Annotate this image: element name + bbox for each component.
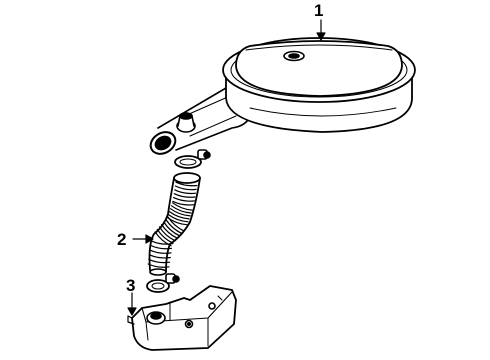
- hose-rib: [169, 208, 191, 217]
- leader-lines: [127, 19, 326, 316]
- hose-rib: [167, 213, 189, 223]
- hose-rib: [172, 202, 193, 211]
- hose-rib: [170, 205, 192, 214]
- heat-stove-body: [131, 285, 237, 351]
- hose-ribs: [147, 181, 198, 268]
- hose-outline-right: [165, 177, 201, 273]
- hose-clamp-lower: [146, 273, 180, 293]
- hose-rib: [172, 200, 195, 206]
- hose-rib: [173, 197, 195, 202]
- hose-clamp-upper: [174, 149, 211, 169]
- callout-number-2: 2: [117, 230, 127, 249]
- hose-rib: [148, 254, 171, 259]
- hose-rib: [148, 258, 171, 264]
- hose-rib: [150, 240, 173, 245]
- hose-rib: [173, 193, 196, 198]
- hose-rib: [158, 226, 176, 242]
- hose-rib: [161, 223, 178, 239]
- heat-stove-shroud: [127, 285, 237, 351]
- hose-rib: [175, 181, 198, 187]
- hose-rib: [174, 185, 197, 191]
- snorkel-vacuum-motor: [176, 112, 196, 133]
- callout-number-3: 3: [126, 276, 136, 295]
- hose-rib: [167, 216, 185, 232]
- hose-rib: [163, 221, 181, 237]
- hose-rib: [150, 244, 173, 250]
- leader-arrow-1: [316, 32, 326, 41]
- hose-rib: [154, 231, 172, 247]
- air-cleaner-assembly: [149, 37, 416, 155]
- hose-rib: [149, 249, 172, 254]
- leader-arrow-3: [127, 307, 137, 316]
- callout-number-1: 1: [314, 1, 324, 20]
- hose-rib: [174, 189, 197, 195]
- leader-arrow-2: [145, 234, 154, 244]
- flexible-air-hose: [147, 172, 201, 276]
- hose-rib: [147, 263, 170, 268]
- hose-rib: [165, 218, 183, 234]
- air-cleaner-cover: [235, 40, 403, 97]
- hose-rib: [168, 211, 190, 220]
- hose-rib: [156, 228, 174, 244]
